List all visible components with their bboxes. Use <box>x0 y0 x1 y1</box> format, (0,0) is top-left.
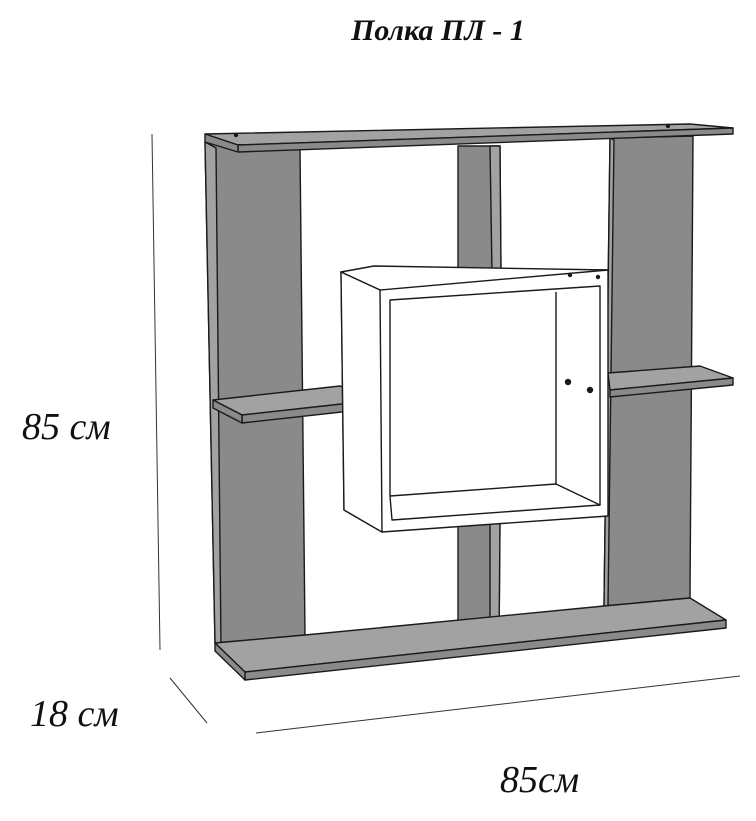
upper-middle-divider-edge <box>489 145 502 275</box>
dimension-lines <box>151 133 741 734</box>
dowel-hole <box>233 132 239 138</box>
width-dimension-line <box>255 675 741 734</box>
dowel-hole <box>665 123 671 129</box>
height-dimension-label: 85 см <box>22 406 111 448</box>
inner-box-opening <box>389 285 601 506</box>
depth-dimension-line <box>169 677 208 724</box>
drawing-title: Полка ПЛ - 1 <box>351 14 525 47</box>
bottom-board-side <box>214 642 246 681</box>
dowel-hole <box>567 272 573 278</box>
dowel-hole <box>564 378 572 386</box>
depth-dimension-label: 18 см <box>30 693 119 735</box>
dowel-hole <box>595 274 601 280</box>
width-dimension-label: 85см <box>500 759 580 801</box>
inner-box-bottom-shelf <box>389 483 601 521</box>
height-dimension-line <box>151 133 161 651</box>
inner-box-left-side <box>340 271 383 533</box>
right-small-shelf-front <box>609 377 734 398</box>
shelf-unit <box>204 123 734 681</box>
dowel-hole <box>586 386 594 394</box>
left-small-shelf-side <box>212 399 243 424</box>
top-board-side <box>204 133 239 153</box>
